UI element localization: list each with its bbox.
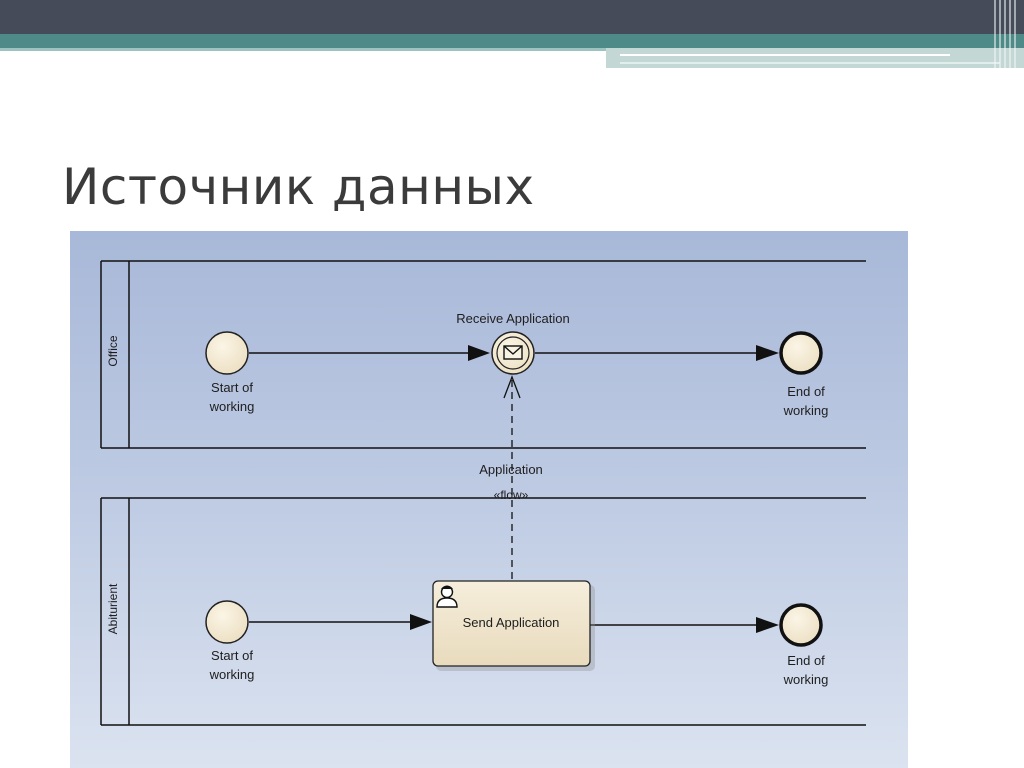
abiturient-start-label: working [209, 667, 255, 682]
office-start-label: Start of [211, 380, 253, 395]
lane-label-abiturient: Abiturient [106, 583, 120, 634]
abiturient-flow-start-to-task[interactable] [249, 614, 432, 630]
envelope-icon [503, 345, 523, 360]
office-end-label: working [783, 403, 829, 418]
abiturient-start-label: Start of [211, 648, 253, 663]
abiturient-flow-task-to-end[interactable] [590, 617, 779, 633]
receive-application-label: Receive Application [456, 311, 569, 326]
slide-title: Источник данных [62, 158, 535, 216]
abiturient-end-label: working [783, 672, 829, 687]
message-flow-name: Application [479, 462, 543, 477]
lane-office: Office [100, 260, 866, 449]
receive-application-event[interactable] [491, 331, 535, 375]
header-right-block [606, 48, 1024, 68]
office-flow-start-to-receive[interactable] [249, 345, 490, 361]
user-icon [436, 585, 458, 608]
office-end-label: End of [787, 384, 825, 399]
office-start-label: working [209, 399, 255, 414]
abiturient-end-event[interactable] [779, 603, 823, 647]
header-right-line-2 [620, 62, 1000, 64]
abiturient-start-event[interactable] [205, 600, 249, 644]
office-flow-receive-to-end[interactable] [535, 345, 779, 361]
send-application-task[interactable]: Send Application [432, 580, 595, 671]
bpmn-diagram: Office Abiturient Start of working [70, 231, 908, 768]
header-stripes [990, 0, 1024, 68]
lane-label-office: Office [106, 335, 120, 366]
message-flow-application[interactable] [503, 375, 521, 579]
header-teal-band [0, 34, 1024, 48]
abiturient-end-label: End of [787, 653, 825, 668]
header-dark-bar [0, 0, 1024, 34]
diagram-canvas: Office Abiturient Start of working [100, 260, 866, 726]
message-flow-stereotype: «flow» [494, 488, 529, 502]
send-application-label: Send Application [463, 615, 560, 630]
office-start-event[interactable] [205, 331, 249, 375]
header-right-line [620, 54, 950, 56]
lane-abiturient: Abiturient [100, 497, 866, 726]
header-teal-light-line [0, 48, 606, 51]
office-end-event[interactable] [779, 331, 823, 375]
